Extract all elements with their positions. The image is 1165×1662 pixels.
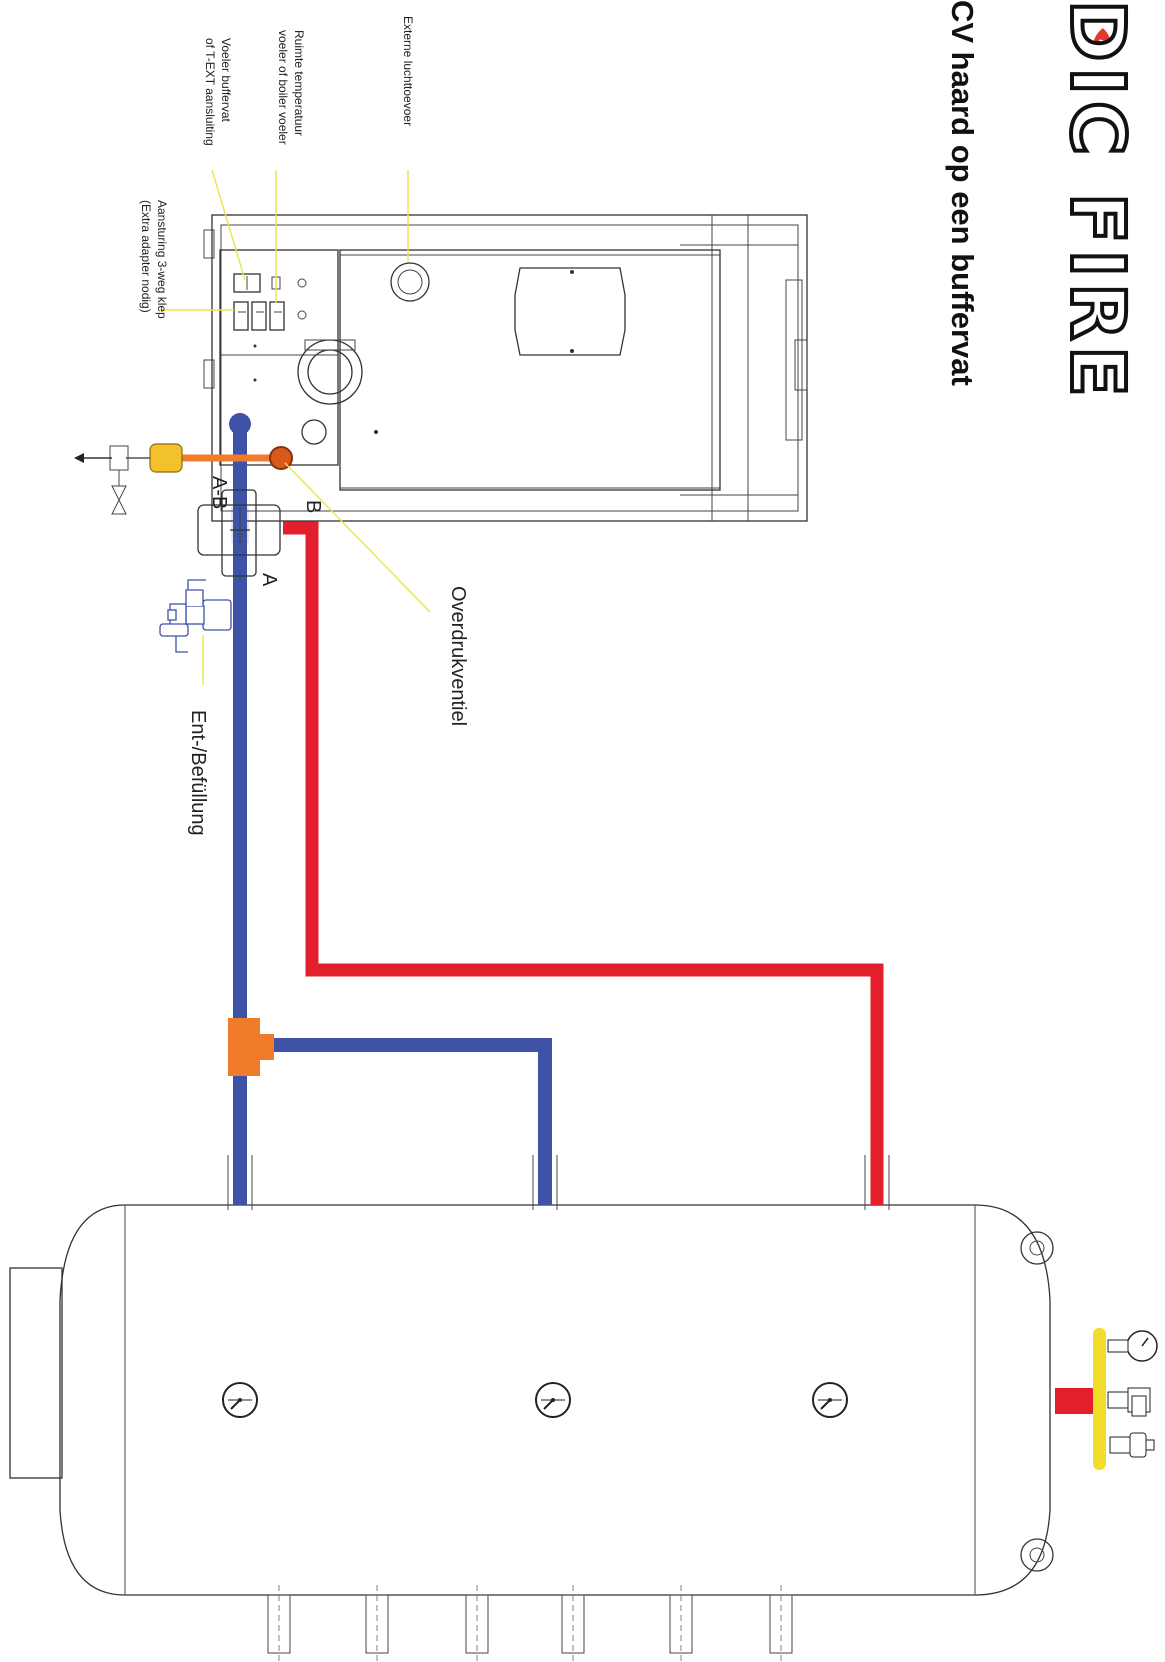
thermometer-icon bbox=[535, 1382, 571, 1418]
callout-lines bbox=[160, 169, 431, 685]
tee-branch bbox=[258, 1034, 274, 1060]
supply-pipe bbox=[283, 521, 884, 1155]
stove-unit bbox=[203, 214, 808, 522]
sensor-terminal-1 bbox=[233, 273, 261, 293]
air-vent-icon bbox=[1109, 1432, 1155, 1458]
thermometer-icon bbox=[812, 1382, 848, 1418]
buffer-tank bbox=[9, 1155, 1158, 1662]
label-fill-drain: Ent-/Befüllung bbox=[187, 710, 209, 836]
label-overpressure-valve: Overdrukventiel bbox=[447, 586, 469, 726]
safety-group bbox=[1055, 1328, 1158, 1470]
port-label-ab: A-B bbox=[208, 476, 230, 509]
bottom-nozzles bbox=[267, 1585, 793, 1662]
port-label-b: B bbox=[302, 500, 324, 513]
label-buffer-sensor-1: Voeler buffervat bbox=[219, 38, 233, 123]
three-way-valve bbox=[197, 489, 281, 577]
return-pipe bbox=[229, 413, 552, 1162]
fill-drain-valve bbox=[159, 579, 232, 653]
label-air-supply: Externe luchttoevoer bbox=[401, 16, 415, 126]
page-title: CV haard op een buffervat bbox=[945, 0, 980, 386]
header: DIC FIRE CV haard op een buffervat bbox=[945, 0, 1142, 405]
pressure-gauge-icon bbox=[1107, 1330, 1158, 1362]
brand-flame-icon bbox=[1093, 28, 1117, 59]
tee-fitting bbox=[228, 1018, 260, 1076]
safety-valve-icon bbox=[1107, 1387, 1151, 1417]
flow-arrow-icon bbox=[74, 453, 84, 463]
label-valve-control-2: (Extra adapter nodig) bbox=[139, 200, 153, 313]
label-valve-control-1: Aansturing 3-weg klep bbox=[155, 200, 169, 319]
label-buffer-sensor-2: of T-EXT aansluiting bbox=[203, 38, 217, 146]
thermometer-icon bbox=[222, 1382, 258, 1418]
pressure-relief-valve bbox=[149, 443, 183, 473]
label-room-sensor-2: voeler of boiler voeler bbox=[276, 30, 290, 145]
brand-logo-text: DIC FIRE bbox=[1054, 0, 1140, 403]
label-room-sensor-1: Ruimte temperatuur bbox=[292, 30, 306, 136]
port-label-a-top: A bbox=[258, 573, 280, 587]
overflow-pipe bbox=[74, 443, 293, 515]
